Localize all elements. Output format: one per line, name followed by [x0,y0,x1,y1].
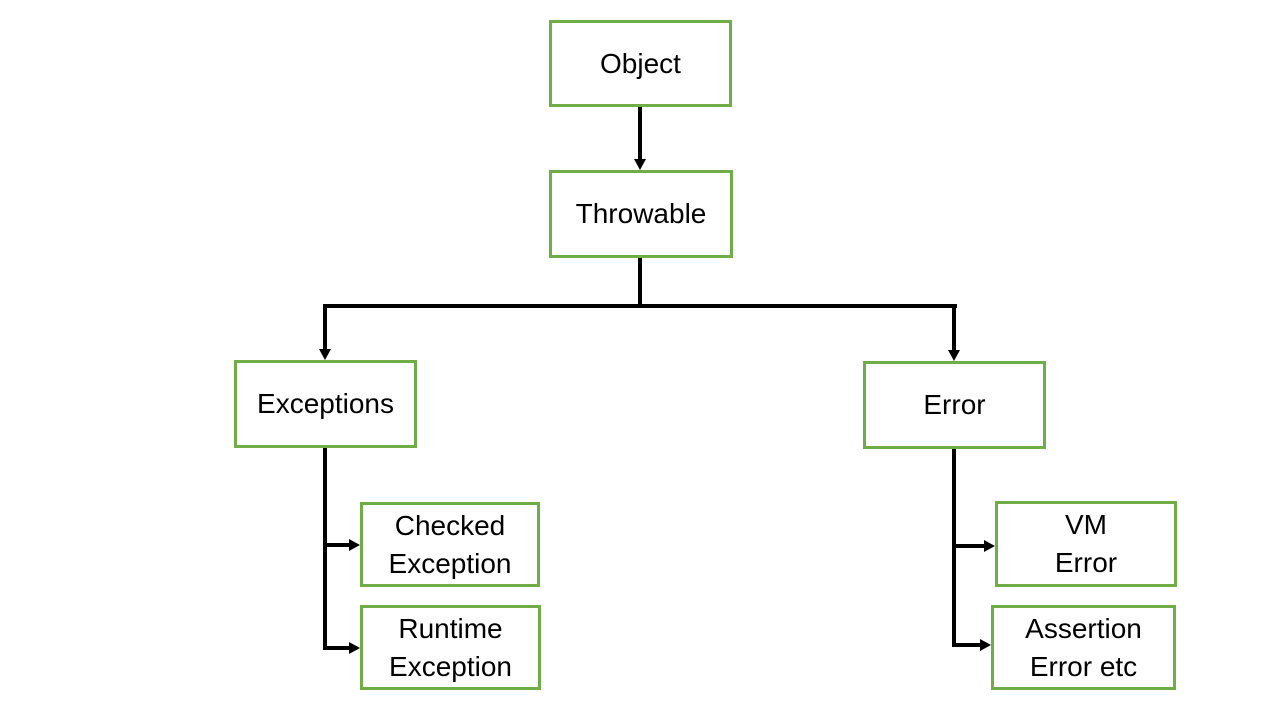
arrowhead-into-vm-error-icon [984,540,995,552]
arrowhead-into-runtime-exception-icon [349,642,360,654]
arrowhead-into-assertion-error-icon [980,639,991,651]
connector-to-vm-error [954,544,987,548]
connector-branch-horizontal [323,304,957,308]
arrowhead-into-exceptions-icon [319,349,331,360]
arrowhead-into-throwable-icon [634,159,646,170]
connector-throwable-stem [638,258,642,308]
node-runtime-exception: Runtime Exception [360,605,541,690]
connector-error-drop [952,449,956,647]
connector-to-checked-exception [325,543,350,547]
node-vm-error: VM Error [995,501,1177,587]
node-throwable: Throwable [549,170,733,258]
node-exceptions: Exceptions [234,360,417,448]
arrowhead-into-checked-exception-icon [349,539,360,551]
connector-exceptions-drop [323,448,327,650]
node-checked-exception: Checked Exception [360,502,540,587]
connector-to-assertion-error [954,643,983,647]
connector-to-runtime-exception [325,646,350,650]
node-error: Error [863,361,1046,449]
connector-branch-to-error [952,304,956,351]
connector-object-throwable [638,107,642,160]
node-object: Object [549,20,732,107]
node-assertion-error: Assertion Error etc [991,605,1176,690]
connector-branch-to-exceptions [323,304,327,350]
arrowhead-into-error-icon [948,350,960,361]
